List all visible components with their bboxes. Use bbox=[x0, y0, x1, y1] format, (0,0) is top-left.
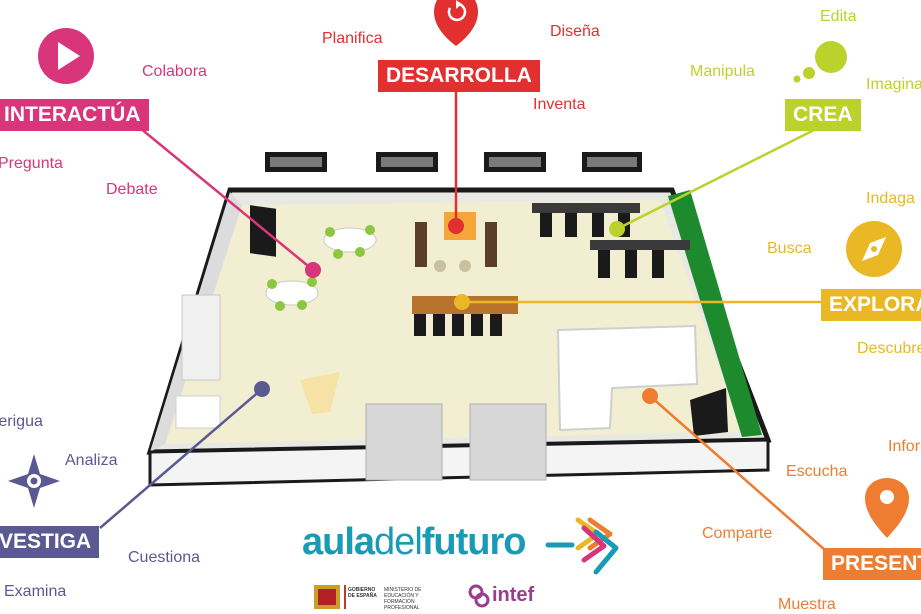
aula-del-futuro-logo: auladelfuturo bbox=[302, 522, 526, 562]
verb-descubre: Descubre bbox=[857, 340, 921, 357]
verb-muestra: Muestra bbox=[778, 596, 836, 613]
zone-label-investiga-text: INVESTIGA bbox=[0, 530, 92, 553]
verb-debate: Debate bbox=[106, 181, 158, 198]
verb-colabora: Colabora bbox=[142, 63, 207, 80]
verb-planifica: Planifica bbox=[322, 30, 383, 47]
logo-part-aula: aula bbox=[302, 521, 375, 563]
verb-indaga: Indaga bbox=[866, 190, 915, 207]
investiga-dot bbox=[254, 381, 270, 397]
intef-logo-text: intef bbox=[492, 584, 535, 606]
verb-inventa: Inventa bbox=[533, 96, 586, 113]
verb-analiza: Analiza bbox=[65, 452, 118, 469]
presenta-dot bbox=[642, 388, 658, 404]
desarrolla-dot bbox=[448, 218, 464, 234]
zone-label-investiga: INVESTIGA bbox=[0, 526, 100, 558]
crea-dot bbox=[609, 221, 625, 237]
explora-dot bbox=[454, 294, 470, 310]
verb-cuestiona: Cuestiona bbox=[128, 549, 201, 566]
ministry-text-1: GOBIERNO DE ESPAÑA bbox=[348, 587, 377, 599]
logo-part-del: del bbox=[374, 521, 423, 563]
verb-manipula: Manipula bbox=[690, 63, 755, 80]
zone-label-interactua: INTERACTÚA bbox=[0, 99, 149, 131]
zone-label-crea: CREA bbox=[785, 99, 861, 131]
verb-escucha: Escucha bbox=[786, 463, 848, 480]
verb-imagina: Imagina bbox=[866, 76, 921, 93]
compass-rose-icon bbox=[8, 454, 60, 508]
verb-edita: Edita bbox=[820, 8, 857, 25]
thought-bubble-icon bbox=[793, 41, 847, 83]
intef-logo-icon bbox=[468, 584, 490, 608]
compass-icon bbox=[846, 221, 902, 277]
verb-busca: Busca bbox=[767, 240, 812, 257]
verb-disena: Diseña bbox=[550, 23, 600, 40]
verb-pregunta: Pregunta bbox=[0, 155, 63, 172]
refresh-icon bbox=[434, 0, 478, 46]
play-icon bbox=[38, 28, 94, 84]
verb-examina: Examina bbox=[4, 583, 67, 600]
zone-label-presenta: PRESENTA bbox=[823, 548, 921, 580]
location-pin-icon bbox=[865, 478, 909, 538]
interactua-dot bbox=[305, 262, 321, 278]
zone-label-explora: EXPLORA bbox=[821, 289, 921, 321]
zone-label-desarrolla: DESARROLLA bbox=[378, 60, 540, 92]
logo-arrows-icon bbox=[545, 517, 619, 575]
ministry-text-2: MINISTERIO DE EDUCACIÓN Y FORMACIÓN PROF… bbox=[384, 587, 422, 611]
verb-averigua: Averigua bbox=[0, 413, 43, 430]
logo-part-futuro: futuro bbox=[421, 521, 527, 563]
verb-informa: Informa bbox=[888, 438, 921, 455]
ministry-logo bbox=[312, 582, 444, 610]
verb-comparte: Comparte bbox=[702, 525, 773, 542]
